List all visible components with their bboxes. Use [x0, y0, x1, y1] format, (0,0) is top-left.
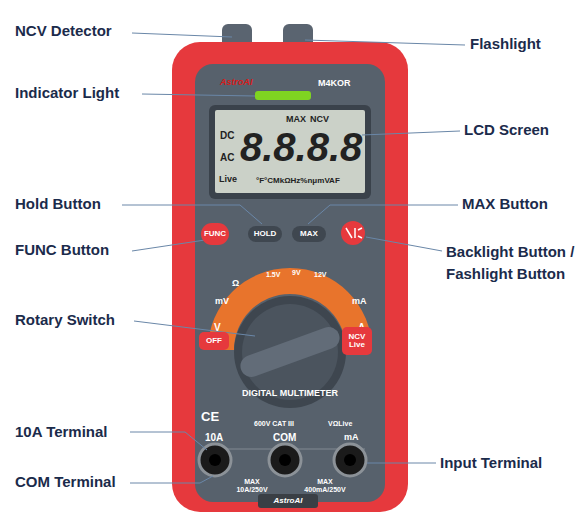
leader-line	[366, 237, 442, 251]
dial-label: mA	[352, 296, 367, 306]
off-label: OFF	[199, 332, 229, 350]
button-text: FUNC	[204, 230, 226, 238]
leader-line	[367, 463, 436, 464]
ce-mark: CE	[201, 410, 219, 425]
callout-label: COM Terminal	[15, 473, 116, 490]
meter-body	[172, 42, 408, 512]
leader-line	[132, 33, 232, 37]
callout-label: Flashlight	[470, 35, 541, 52]
callout-label: Backlight Button / Fashlight Button	[446, 241, 576, 285]
lcd-indicator: DC	[220, 130, 234, 142]
callout-label: 10A Terminal	[15, 423, 108, 440]
callout-label: Input Terminal	[440, 454, 542, 471]
terminal-hole	[279, 454, 291, 466]
button-text: Live	[349, 341, 365, 349]
terminal-label: 10A	[205, 432, 223, 444]
terminal-hole	[344, 454, 356, 466]
button-text: HOLD	[254, 230, 277, 238]
callout-label: LCD Screen	[464, 121, 549, 138]
callout-label: NCV Detector	[15, 22, 112, 39]
callout-label: Hold Button	[15, 195, 101, 212]
callout-label: Rotary Switch	[15, 311, 115, 328]
brand-plate	[258, 494, 318, 508]
lcd-indicator: AC	[220, 152, 234, 164]
face-panel	[195, 64, 385, 502]
lcd-screen	[215, 110, 365, 193]
model-number: M4KOR	[318, 78, 351, 88]
leader-lines	[122, 33, 465, 483]
dial-label: Ω	[232, 278, 239, 288]
leader-line	[122, 205, 262, 224]
indicator-light	[255, 91, 311, 100]
leader-line	[132, 240, 205, 251]
callout-label: FUNC Button	[15, 241, 109, 258]
leader-line	[362, 131, 460, 135]
dial-label: 12V	[314, 271, 326, 279]
dial-label: 1.5V	[266, 271, 280, 279]
10a-terminal	[199, 444, 231, 476]
leader-line	[308, 205, 458, 224]
hold-button: HOLD	[248, 226, 282, 242]
rating-text: 600V CAT III	[254, 420, 294, 428]
brand-logo: AstroAI	[220, 77, 253, 87]
callout-label: MAX Button	[462, 195, 548, 212]
callout-label: Indicator Light	[15, 84, 119, 101]
brand-logo: AstroAI	[265, 496, 311, 505]
lcd-indicator: MAX	[286, 114, 306, 124]
leader-line	[130, 432, 207, 450]
com-terminal	[269, 444, 301, 476]
max-button: MAX	[292, 226, 326, 242]
terminal-label: mA	[344, 432, 359, 442]
dial-label: 9V	[292, 269, 301, 277]
button-text: OFF	[206, 337, 222, 345]
rating-text: MAX 10A/250V	[232, 478, 272, 494]
lcd-units: °F°CMkΩHz%nμmVAF	[256, 176, 340, 185]
input-terminal	[334, 444, 366, 476]
lcd-frame	[209, 105, 371, 199]
terminal-hole	[209, 454, 221, 466]
lcd-indicator: Live	[219, 174, 237, 184]
dial-knob	[237, 324, 342, 380]
leader-line	[305, 40, 465, 45]
button-text: NCV	[349, 333, 366, 341]
button-text: MAX	[300, 230, 318, 238]
backlight-button	[341, 221, 365, 245]
backlight-icon	[346, 228, 362, 238]
leader-line	[142, 94, 255, 96]
func-button: FUNC	[201, 223, 229, 245]
lcd-indicator: NCV	[310, 114, 329, 124]
ncv-live-label: NCVLive	[342, 327, 372, 355]
terminal-label: COM	[273, 432, 296, 444]
leader-line	[130, 476, 213, 483]
panel-text: DIGITAL MULTIMETER	[226, 388, 354, 398]
rating-text: MAX 400mA/250V	[300, 478, 350, 494]
terminal-label: VΩLive	[328, 420, 352, 428]
dial-label: mV	[215, 296, 229, 306]
leader-line	[134, 321, 255, 336]
lcd-digits: 8.8.8.8	[240, 124, 360, 170]
